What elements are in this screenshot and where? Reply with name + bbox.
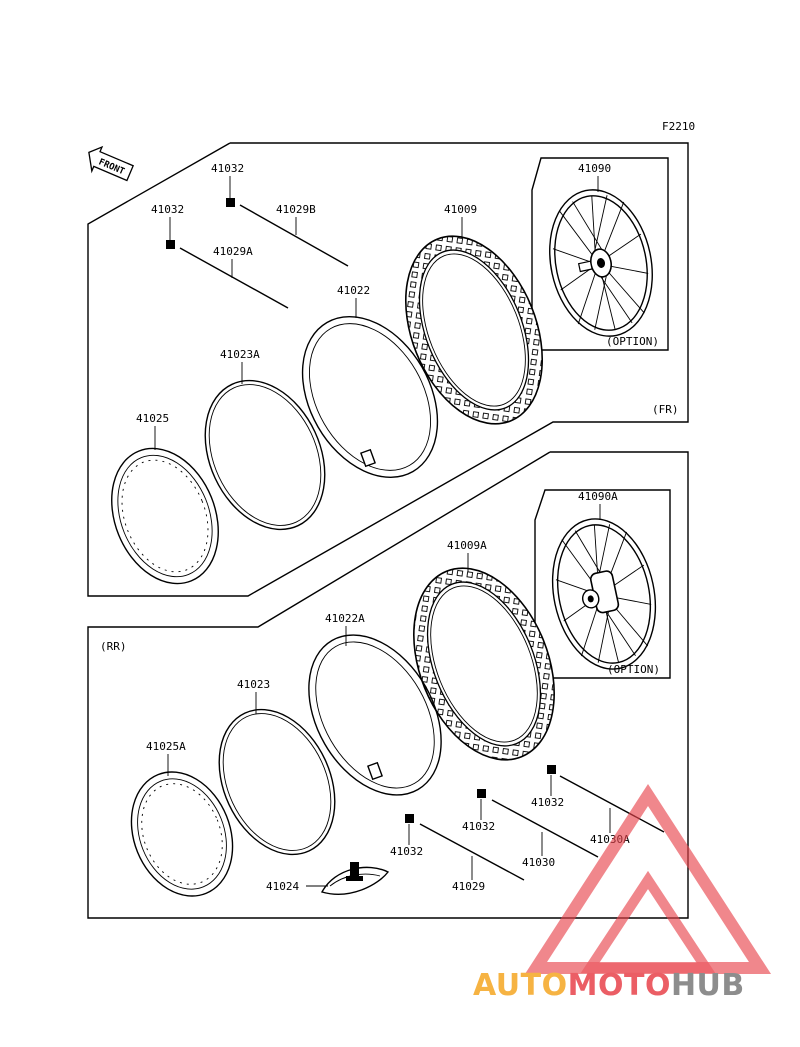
rr-tube-label: 41022A	[325, 612, 365, 625]
fr-rim-label: 41025	[136, 412, 169, 425]
rr-tire-label: 41009A	[447, 539, 487, 552]
front-part-labels: 41032 41032 41029B 41029A 41022 41009 41…	[136, 162, 611, 450]
rear-tube	[308, 634, 442, 796]
svg-text:AUTOMOTOHUB: AUTOMOTOHUB	[473, 968, 745, 1003]
fr-rim-band-label: 41023A	[220, 348, 260, 361]
watermark: AUTOMOTOHUB	[473, 783, 772, 1003]
rear-rim-band	[218, 708, 336, 856]
rear-option-tag: (OPTION)	[607, 663, 660, 676]
front-tube	[301, 316, 439, 478]
rear-part-labels: 41090A 41009A 41022A 41023 41025A 41032 …	[146, 490, 630, 893]
figure-code: F2210	[662, 120, 695, 133]
front-nipple-1	[226, 198, 235, 207]
fr-tube-label: 41022	[337, 284, 370, 297]
front-tire	[404, 235, 544, 425]
rear-rim	[130, 771, 234, 897]
rear-tire	[413, 567, 555, 761]
rear-spoke-2	[419, 823, 525, 881]
front-spoke-a	[179, 247, 289, 309]
front-rim-band	[204, 379, 326, 531]
front-section-tag: (FR)	[652, 403, 679, 416]
front-nipple-2	[166, 240, 175, 249]
front-arrow-icon: FRONT	[88, 145, 135, 182]
front-tube-valve	[360, 448, 376, 468]
front-spoked-wheel	[549, 189, 653, 337]
fr-spoke-a-label: 41029A	[213, 245, 253, 258]
front-option-tag: (OPTION)	[606, 335, 659, 348]
rear-tube-valve	[367, 761, 383, 781]
watermark-auto: AUTO	[473, 968, 568, 1003]
rr-nipple-1-label: 41032	[531, 796, 564, 809]
front-rim	[111, 447, 219, 585]
rr-rim-lock-label: 41024	[266, 880, 299, 893]
rear-section-frame	[87, 451, 689, 919]
rr-spoke-label: 41030	[522, 856, 555, 869]
rr-rim-label: 41025A	[146, 740, 186, 753]
front-spoke-b	[239, 204, 349, 267]
rr-spoke-2-label: 41029	[452, 880, 485, 893]
fr-wheel-label: 41090	[578, 162, 611, 175]
fr-nipple-2-label: 41032	[151, 203, 184, 216]
rear-nipple-1	[547, 765, 556, 774]
watermark-moto: MOTO	[568, 968, 671, 1003]
rear-section-tag: (RR)	[100, 640, 127, 653]
rear-spoke	[491, 799, 599, 858]
rr-nipple-2-label: 41032	[462, 820, 495, 833]
rear-nipple-2	[477, 789, 486, 798]
watermark-triangle-icon	[524, 783, 772, 974]
front-section-frame	[87, 142, 689, 597]
fr-nipple-1-label: 41032	[211, 162, 244, 175]
watermark-hub: HUB	[671, 968, 745, 1003]
rear-spoke-a	[559, 775, 665, 833]
rr-rim-band-label: 41023	[237, 678, 270, 691]
rear-nipple-3	[405, 814, 414, 823]
rr-wheel-label: 41090A	[578, 490, 618, 503]
fr-spoke-b-label: 41029B	[276, 203, 316, 216]
rear-spoked-wheel	[551, 518, 657, 670]
rim-lock	[320, 862, 390, 895]
fr-tire-label: 41009	[444, 203, 477, 216]
rr-nipple-3-label: 41032	[390, 845, 423, 858]
